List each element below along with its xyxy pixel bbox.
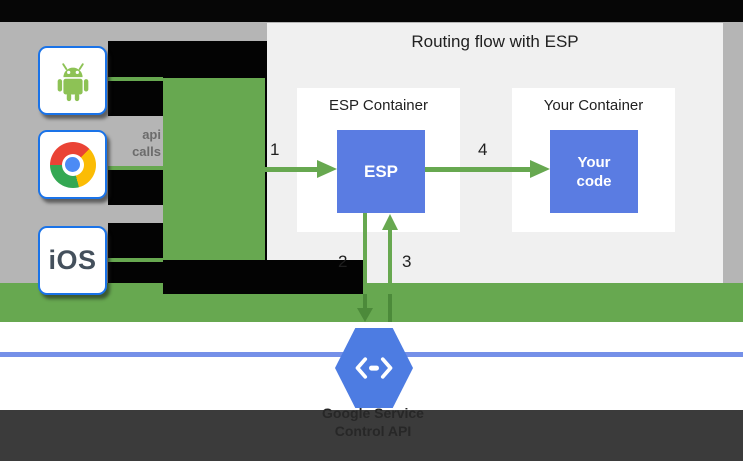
arrow-2-shaft-dark <box>363 294 367 310</box>
chrome-logo-icon <box>49 141 96 188</box>
esp-box: ESP <box>337 130 425 213</box>
step-3-label: 3 <box>402 252 412 271</box>
arrow-3-head <box>382 214 398 230</box>
arrow-1-shaft <box>265 167 317 172</box>
arrow-2-head <box>357 308 373 322</box>
glitch-block <box>163 41 267 78</box>
chrome-logo-center <box>65 157 80 172</box>
panel-title: Routing flow with ESP <box>411 32 579 51</box>
android-robot-icon <box>57 62 88 101</box>
step-2-label: 2 <box>338 252 348 271</box>
service-label-line1: Google Service <box>322 405 424 421</box>
api-calls-label: api calls <box>98 126 161 160</box>
arrow-2-shaft <box>363 213 367 308</box>
arrow-4-head <box>530 160 550 178</box>
code-brackets-icon <box>355 357 393 379</box>
your-container-title: Your Container <box>543 97 644 114</box>
step-4-label: 4 <box>478 140 488 159</box>
green-routing-band <box>163 78 265 260</box>
footer-dark-band <box>0 410 743 461</box>
your-code-box: Your code <box>550 130 638 213</box>
top-black-bar <box>0 0 743 22</box>
arrow-4-shaft <box>425 167 530 172</box>
ios-client-box: iOS <box>38 226 107 295</box>
glitch-block <box>108 170 163 205</box>
glitch-block <box>163 260 363 294</box>
arrow-3-shaft-dark <box>388 294 392 322</box>
android-connector-line <box>108 77 163 81</box>
arrow-3-shaft <box>388 230 392 294</box>
api-calls-line1: api <box>142 127 161 142</box>
step-1-label: 1 <box>270 140 280 159</box>
arrow-1-head <box>317 160 337 178</box>
ios-label: iOS <box>48 245 97 275</box>
esp-container-title: ESP Container <box>329 97 428 114</box>
android-client-box <box>38 46 107 115</box>
glitch-block <box>265 41 267 283</box>
cloud-endpoints-hexagon-icon <box>335 328 413 408</box>
your-code-label: Your code <box>576 153 612 190</box>
chrome-logo-inner-ring <box>61 153 84 176</box>
service-label-line2: Control API <box>334 423 412 439</box>
chrome-connector-line <box>108 166 163 170</box>
chrome-client-box <box>38 130 107 199</box>
service-control-label: Google Service Control API <box>290 404 456 440</box>
ios-connector-line <box>108 258 163 262</box>
api-calls-line2: calls <box>132 144 161 159</box>
